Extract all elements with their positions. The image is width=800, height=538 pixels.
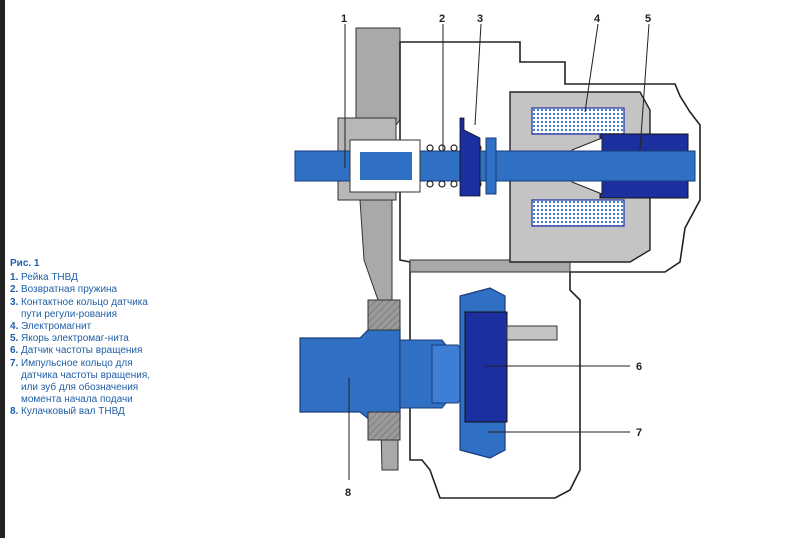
caption-item-8: 8.Кулачковый вал ТНВД bbox=[10, 406, 160, 418]
caption-item-number: 2. bbox=[10, 284, 19, 296]
pump-diagram: 1 2 3 4 5 6 7 8 bbox=[160, 0, 800, 520]
left-edge-bar bbox=[0, 0, 5, 538]
callout-1: 1 bbox=[341, 13, 347, 25]
callout-5: 5 bbox=[645, 13, 651, 25]
caption-item-number: 8. bbox=[10, 406, 19, 418]
caption-item-6: 6.Датчик частоты вращения bbox=[10, 345, 160, 357]
camshaft bbox=[299, 327, 401, 421]
caption-item-number: 3. bbox=[10, 296, 19, 308]
caption-item-text: Кулачковый вал ТНВД bbox=[21, 406, 125, 418]
caption-item-2: 2.Возвратная пружина bbox=[10, 284, 160, 296]
caption-item-5: 5.Якорь электромаг-нита bbox=[10, 333, 160, 345]
caption-item-number: 1. bbox=[10, 272, 19, 284]
figure-caption: Рис. 1 1.Рейка ТНВД 2.Возвратная пружина… bbox=[10, 258, 160, 419]
contact-ring bbox=[459, 117, 481, 197]
pump-diagram-svg: 1 2 3 4 5 6 7 8 bbox=[160, 0, 701, 520]
caption-item-number: 7. bbox=[10, 357, 19, 369]
magnet-coil-bottom bbox=[531, 199, 625, 227]
caption-item-4: 4.Электромагнит bbox=[10, 321, 160, 333]
bearing bbox=[367, 299, 401, 441]
leader-lines bbox=[344, 23, 650, 480]
caption-list: 1.Рейка ТНВД 2.Возвратная пружина 3.Конт… bbox=[10, 272, 160, 418]
caption-item-3: 3.Контактное кольцо датчика пути регули-… bbox=[10, 297, 160, 321]
caption-item-number: 4. bbox=[10, 321, 19, 333]
callout-8: 8 bbox=[345, 487, 351, 499]
caption-title: Рис. 1 bbox=[10, 258, 40, 269]
caption-item-text: Рейка ТНВД bbox=[21, 272, 78, 284]
callout-2: 2 bbox=[439, 13, 445, 25]
caption-item-text: Возвратная пружина bbox=[21, 284, 118, 296]
speed-sensor bbox=[464, 311, 508, 423]
caption-item-number: 5. bbox=[10, 333, 19, 345]
rack-inner bbox=[360, 152, 412, 180]
callout-3: 3 bbox=[477, 13, 483, 25]
callout-7: 7 bbox=[636, 427, 642, 439]
callout-6: 6 bbox=[636, 361, 642, 373]
caption-item-number: 6. bbox=[10, 345, 19, 357]
caption-item-text: Датчик частоты вращения bbox=[21, 345, 143, 357]
caption-item-7: 7.Импульсное кольцо для датчика частоты … bbox=[10, 358, 160, 407]
caption-item-text: Якорь электромаг-нита bbox=[21, 333, 129, 345]
caption-item-1: 1.Рейка ТНВД bbox=[10, 272, 160, 284]
sensor-bolt bbox=[506, 325, 558, 341]
spring-seat bbox=[485, 137, 497, 195]
caption-item-text: Импульсное кольцо для датчика частоты вр… bbox=[21, 357, 151, 406]
callout-4: 4 bbox=[594, 13, 601, 25]
caption-item-text: Электромагнит bbox=[21, 321, 92, 333]
magnet-coil-top bbox=[531, 107, 625, 135]
caption-item-text: Контактное кольцо датчика пути регули-ро… bbox=[21, 296, 148, 320]
